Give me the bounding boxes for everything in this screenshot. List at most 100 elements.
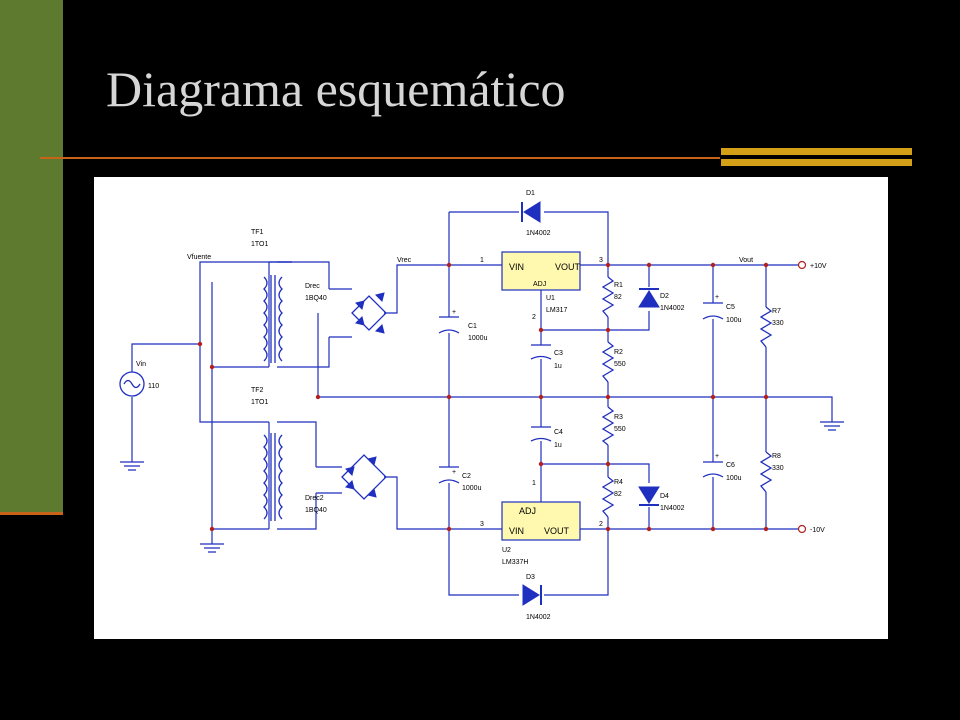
c2-value: 1000u [462,485,482,492]
vin-value: 110 [148,383,159,390]
c3-plates [530,344,552,360]
u1-value: LM317 [546,307,568,314]
drec2-value: 1BQ40 [305,507,327,514]
wire-d3-k [544,529,609,596]
accent-bar-top [721,148,912,155]
d1-value: 1N4002 [526,230,551,237]
tf2-primary-coil [263,434,268,520]
d1-triangle [523,201,541,223]
d1-name: D1 [526,190,535,197]
c4-value: 1u [554,442,562,449]
wire-ground-rail [318,396,833,422]
r4-zigzag [601,476,615,518]
c5-plates [702,302,724,320]
r7-zigzag [759,306,773,348]
c6-name: C6 [726,462,735,469]
wire-tf1-sec-top [277,261,330,289]
d4-value: 1N4002 [660,505,685,512]
r8-zigzag [759,451,773,493]
resistor-r3: R3 550 [601,406,626,446]
drec2-name: Drec2 [305,495,324,502]
wire-d2 [608,265,650,331]
c2-plus: + [452,469,456,476]
u1-name: U1 [546,295,555,302]
ground-symbol-vin [120,461,144,471]
ac-source-vin: Vin 110 [119,361,159,397]
bridge-rectifier-drec2: Drec2 1BQ40 [305,454,387,514]
tf1-primary-coil [263,276,268,362]
r2-value: 550 [614,361,626,368]
slide-sidebar-bar [0,0,63,515]
u2-adj-label: ADJ [519,506,536,516]
c3-value: 1u [554,363,562,370]
ac-source-circle [119,371,145,397]
c5-plus: + [715,294,719,301]
diode-d1: D1 1N4002 [521,190,551,237]
r3-name: R3 [614,414,623,421]
diode-d2: D2 1N4002 [638,288,685,312]
u1-pin-adj: 2 [532,314,536,321]
bridge-rectifier-drec: Drec 1BQ40 [305,283,387,334]
c2-name: C2 [462,473,471,480]
bridge1-diodes [355,292,385,334]
capacitor-c3: C3 1u [530,344,563,370]
r3-zigzag [601,406,615,446]
drec-name: Drec [305,283,320,290]
net-vout: Vout [739,257,753,264]
schematic-svg: Vin 110 TF1 1TO1 TF2 1TO1 Drec 1BQ40 Dre… [119,190,844,621]
c6-value: 100u [726,475,742,482]
tf1-name: TF1 [251,229,264,236]
wire-c4 [540,397,608,465]
r7-name: R7 [772,308,781,315]
c5-name: C5 [726,304,735,311]
r3-value: 550 [614,426,626,433]
ground-symbol-rail [820,421,844,431]
resistor-r1: R1 82 [601,276,623,318]
wire-bridge2-out [384,476,449,530]
d3-triangle [522,584,540,606]
capacitor-c2: + C2 1000u [438,466,482,492]
u2-name: U2 [502,547,511,554]
regulator-u2: ADJ VIN VOUT 3 2 1 U2 LM337H [480,480,603,566]
c1-value: 1000u [468,335,488,342]
u1-pin-in: 1 [480,257,484,264]
c6-plus: + [715,453,719,460]
wire-tf1-sec-bottom [277,337,330,368]
slide-title: Diagrama esquemático [106,61,566,117]
c2-plates [438,466,460,484]
terminal-plus10 [797,260,807,270]
tf1-secondary-coil [278,276,283,362]
r7-value: 330 [772,320,784,327]
u1-pin-out: 3 [599,257,603,264]
net-vfuente: Vfuente [187,254,211,261]
r8-value: 330 [772,465,784,472]
d4-name: D4 [660,493,669,500]
capacitor-c5: + C5 100u [702,294,742,324]
r1-name: R1 [614,282,623,289]
junction-dots [197,262,769,532]
d2-triangle [638,290,660,308]
resistor-r7: R7 330 [759,306,784,348]
bridge2-diodes [345,456,377,498]
bridge1-frame [351,295,387,331]
net-plus10: +10V [810,263,827,270]
tf2-secondary-coil [278,434,283,520]
wire-d3-a [448,529,519,596]
d3-value: 1N4002 [526,614,551,621]
net-vrec: Vrec [397,257,412,264]
u2-vout-label: VOUT [544,526,570,536]
wire-tf2-sec-bottom [277,493,317,530]
tf2-core [270,433,276,521]
c4-name: C4 [554,429,563,436]
accent-bar-bottom [721,159,912,166]
d4-triangle [638,486,660,504]
u2-pin-in: 3 [480,521,484,528]
output-terminals: +10V -10V [797,260,827,534]
c1-name: C1 [468,323,477,330]
u2-vin-label: VIN [509,526,524,536]
drec-value: 1BQ40 [305,295,327,302]
r1-value: 82 [614,294,622,301]
ground-symbol-primary [200,543,224,553]
u1-vin-label: VIN [509,262,524,272]
r2-name: R2 [614,349,623,356]
